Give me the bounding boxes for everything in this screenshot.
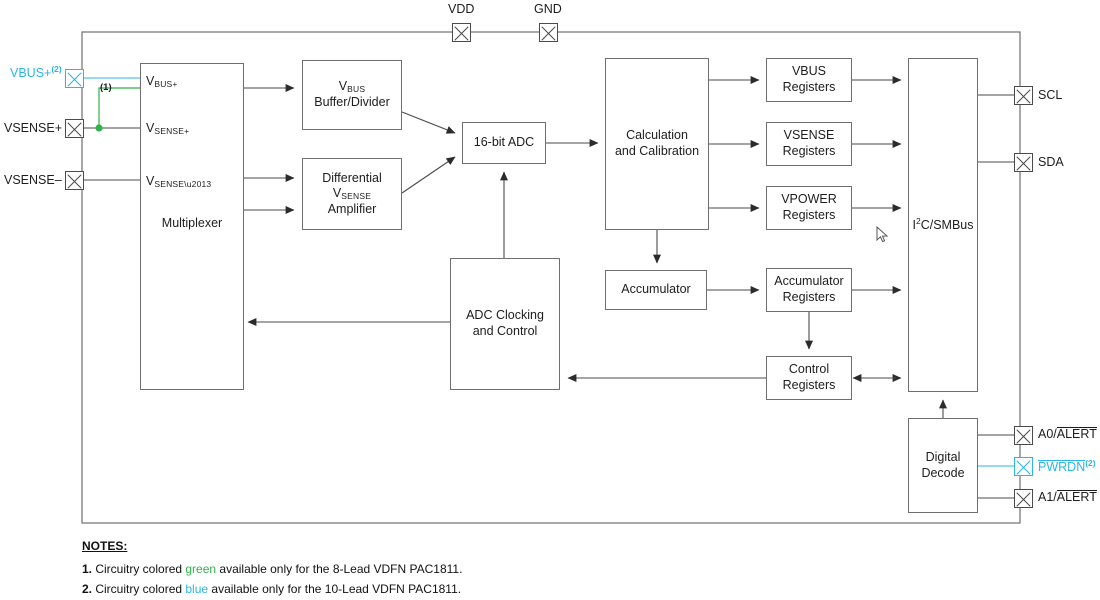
pin-pad-sda[interactable] xyxy=(1014,153,1033,172)
note-post: available only for the 10-Lead VDFN PAC1… xyxy=(208,582,462,597)
block-multiplexer-label: Multiplexer xyxy=(161,216,223,230)
pin-label-a1-alert: A1/ALERT xyxy=(1038,490,1097,504)
pin-pad-scl[interactable] xyxy=(1014,86,1033,105)
block-multiplexer[interactable]: Multiplexer xyxy=(140,63,244,390)
annotation-green-tap-note: (1) xyxy=(100,82,112,93)
pin-pad-pwrdn[interactable] xyxy=(1014,457,1033,476)
notes-section: NOTES: 1. Circuitry colored green availa… xyxy=(82,536,462,600)
block-adc-16bit[interactable]: 16-bit ADC xyxy=(462,122,546,164)
pin-pad-vbus-plus[interactable] xyxy=(65,69,84,88)
notes-heading: NOTES: xyxy=(82,539,128,553)
pin-pad-a1-alert[interactable] xyxy=(1014,489,1033,508)
note-pre: Circuitry colored xyxy=(92,561,186,576)
pin-label-pwrdn: PWRDN(2) xyxy=(1038,458,1096,475)
note-item-1: 1. Circuitry colored green available onl… xyxy=(82,559,462,580)
pin-pad-vsense-minus[interactable] xyxy=(65,171,84,190)
pin-pad-a0-alert[interactable] xyxy=(1014,426,1033,445)
block-i2c-smbus[interactable]: I2C/SMBus xyxy=(908,58,978,392)
pin-label-vsense-minus: VSENSE– xyxy=(4,173,62,187)
mux-port-vsense-minus: VSENSE\u2013 xyxy=(146,174,212,189)
block-accumulator-label: Accumulator xyxy=(621,282,691,297)
block-accumulator[interactable]: Accumulator xyxy=(605,270,707,310)
pin-pad-vdd[interactable] xyxy=(452,23,471,42)
pin-pad-gnd[interactable] xyxy=(539,23,558,42)
block-i2c-smbus-label: I2C/SMBus xyxy=(912,216,974,233)
pin-label-vbus-plus: VBUS+(2) xyxy=(10,64,62,81)
pin-label-sda: SDA xyxy=(1038,155,1064,169)
pin-label-a0-alert: A0/ALERT xyxy=(1038,427,1097,441)
pin-label-gnd: GND xyxy=(534,2,562,16)
note-post: available only for the 8-Lead VDFN PAC18… xyxy=(216,561,463,576)
pin-label-vsense-plus: VSENSE+ xyxy=(4,121,63,135)
note-pre: Circuitry colored xyxy=(92,582,186,597)
block-adc-16bit-label: 16-bit ADC xyxy=(473,135,535,150)
note-colorword: blue xyxy=(185,582,209,597)
pin-pad-vsense-plus[interactable] xyxy=(65,119,84,138)
note-colorword: green xyxy=(185,561,217,576)
mux-port-vsense-plus: VSENSE+ xyxy=(146,121,190,136)
note-number: 1. xyxy=(82,561,93,576)
note-number: 2. xyxy=(82,582,93,597)
note-item-2: 2. Circuitry colored blue available only… xyxy=(82,579,462,600)
pin-label-vdd: VDD xyxy=(448,2,475,16)
mouse-pointer-icon xyxy=(876,226,889,243)
mux-port-vbus-plus: VBUS+ xyxy=(146,74,178,89)
pin-label-scl: SCL xyxy=(1038,88,1063,102)
